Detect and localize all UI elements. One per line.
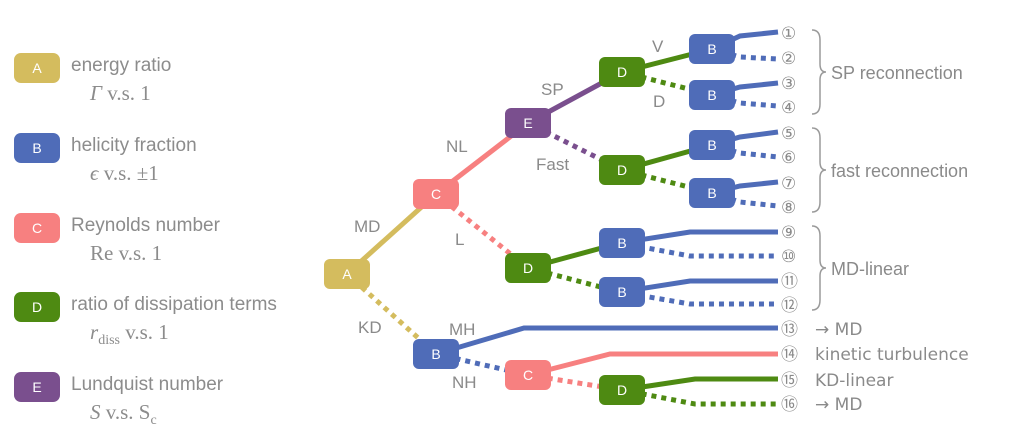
brace-md-linear: [811, 225, 827, 311]
leaf-marker-1: ①: [781, 24, 796, 44]
edge-label-nl: NL: [446, 137, 468, 156]
edge-d4-leaf16: [621, 387, 778, 407]
brace-fast-reconnection: [811, 127, 827, 213]
leaf-outcomes: ① ② ③ ④ ⑤ ⑥ ⑦ ⑧ ⑨ ⑩ ⑪ ⑫ ⑬ → MD ⑭ kinetic…: [781, 24, 969, 415]
leaf-marker-2: ②: [781, 49, 796, 69]
leaf-text-13: → MD: [815, 320, 862, 340]
node-c-top: C: [413, 179, 459, 209]
svg-text:B: B: [617, 284, 626, 300]
outcome-groups: SP reconnection fast reconnection MD-lin…: [811, 29, 968, 311]
leaf-marker-7: ⑦: [781, 174, 796, 194]
node-d-nh: D: [599, 375, 645, 405]
legend-badge-c: C: [14, 213, 60, 243]
svg-text:D: D: [523, 260, 533, 276]
svg-text:B: B: [617, 235, 626, 251]
leaf-text-14: kinetic turbulence: [815, 345, 969, 365]
svg-text:B: B: [707, 137, 716, 153]
node-b-fast-2: B: [689, 178, 735, 208]
leaf-text-15: KD-linear: [815, 371, 893, 391]
leaf-marker-9: ⑨: [781, 223, 796, 243]
svg-text:D: D: [617, 64, 627, 80]
node-b-sp-d: B: [689, 80, 735, 110]
edge-c-leaf14: [527, 351, 778, 378]
svg-text:B: B: [431, 346, 440, 362]
node-c-nh: C: [505, 360, 551, 390]
edge-e-d-fast: [526, 120, 624, 173]
leaf-marker-16: ⑯: [781, 395, 798, 415]
node-d-sp: D: [599, 57, 645, 87]
legend-badge-b: B: [14, 133, 60, 163]
svg-text:A: A: [342, 266, 352, 282]
node-b-kd: B: [413, 339, 459, 369]
group-label-fast-reconnection: fast reconnection: [831, 161, 968, 181]
legend-title-a: energy ratio: [71, 55, 172, 76]
leaf-marker-14: ⑭: [781, 345, 798, 365]
legend-title-d: ratio of dissipation terms: [71, 294, 277, 315]
edge-label-kd: KD: [358, 318, 382, 337]
edge-d4-leaf15: [621, 376, 778, 393]
leaf-marker-3: ③: [781, 74, 796, 94]
legend-title-c: Reynolds number: [71, 215, 220, 236]
svg-text:B: B: [707, 87, 716, 103]
legend-condition-e: S v.s. Sc: [90, 400, 157, 429]
node-e: E: [505, 108, 551, 138]
svg-text:E: E: [523, 115, 532, 131]
leaf-marker-13: ⑬: [781, 320, 798, 340]
legend-title-e: Lundquist number: [71, 374, 224, 395]
node-a: A: [324, 259, 370, 289]
legend-condition-c: Re v.s. 1: [90, 241, 163, 265]
node-b-l2: B: [599, 277, 645, 307]
edge-label-nh: NH: [452, 373, 477, 392]
edge-labels: MD KD NL L SP Fast V D MH NH: [354, 37, 665, 392]
leaf-marker-4: ④: [781, 98, 796, 118]
node-b-l1: B: [599, 228, 645, 258]
node-b-fast-1: B: [689, 130, 735, 160]
legend-badge-e: E: [14, 372, 60, 402]
legend-condition-d: rdiss v.s. 1: [90, 320, 169, 349]
leaf-marker-11: ⑪: [781, 272, 798, 292]
legend: A energy ratio Γ v.s. 1 B helicity fract…: [0, 0, 330, 438]
leaf-marker-5: ⑤: [781, 124, 796, 144]
edge-b4-leaf8: [711, 190, 779, 209]
leaf-marker-6: ⑥: [781, 148, 796, 168]
svg-text:C: C: [523, 367, 533, 383]
node-d-fast: D: [599, 155, 645, 185]
svg-text:D: D: [617, 382, 627, 398]
svg-text:B: B: [707, 41, 716, 57]
legend-condition-a: Γ v.s. 1: [90, 81, 151, 105]
edge-b1-leaf2: [711, 46, 779, 62]
edge-label-md: MD: [354, 217, 380, 236]
svg-text:D: D: [617, 162, 627, 178]
leaf-marker-8: ⑧: [781, 198, 796, 218]
legend-badge-d: D: [14, 292, 60, 322]
group-label-md-linear: MD-linear: [831, 259, 909, 279]
svg-text:B: B: [707, 185, 716, 201]
group-label-sp-reconnection: SP reconnection: [831, 63, 963, 83]
leaf-marker-15: ⑮: [781, 371, 798, 391]
edge-b3-leaf6: [711, 142, 779, 160]
edge-b-mh: [435, 325, 778, 357]
legend-title-b: helicity fraction: [71, 135, 197, 156]
legend-badge-a: A: [14, 53, 60, 83]
legend-condition-b: ϵ v.s. ±1: [90, 161, 159, 185]
tree-nodes: A C B E D C D D B B D B B B B: [324, 34, 735, 405]
edge-label-mh: MH: [449, 320, 475, 339]
edge-label-sp: SP: [541, 80, 564, 99]
edge-label-l: L: [455, 230, 464, 249]
edge-label-fast: Fast: [536, 155, 569, 174]
node-d-l: D: [505, 253, 551, 283]
node-b-sp-v: B: [689, 34, 735, 64]
leaf-marker-10: ⑩: [781, 247, 796, 267]
brace-sp-reconnection: [811, 29, 827, 115]
edge-label-d: D: [653, 92, 665, 111]
leaf-text-16: → MD: [815, 395, 862, 415]
svg-text:C: C: [431, 186, 441, 202]
edge-label-v: V: [652, 37, 664, 56]
leaf-marker-12: ⑫: [781, 296, 798, 316]
edge-b2-leaf4: [711, 92, 779, 109]
